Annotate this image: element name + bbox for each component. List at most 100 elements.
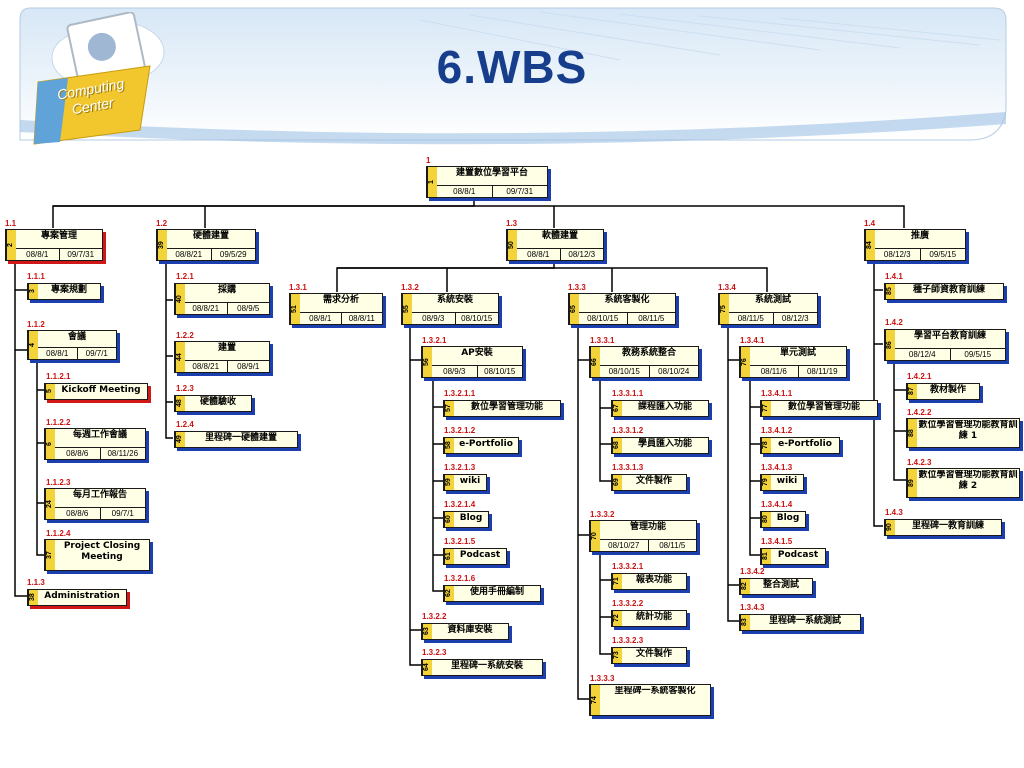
wbs-node-1-3-2-1-3[interactable]: 59 wiki — [443, 474, 487, 491]
start-date: 08/8/1 — [309, 314, 332, 323]
start-date: 08/10/15 — [587, 314, 619, 323]
wbs-node-1-3-4-1-2[interactable]: 78 e-Portfolio — [760, 437, 840, 454]
wbs-node-1-3-3-1-3[interactable]: 69 文件製作 — [611, 474, 687, 491]
wbs-node-1-1-3[interactable]: 38 Administration — [27, 589, 127, 606]
task-label: 教務系統整合 — [621, 348, 676, 358]
wbs-node-1-1-2-4[interactable]: 37 Project Closing Meeting — [44, 539, 150, 571]
wbs-node-1-3-4-1-5[interactable]: 81 Podcast — [760, 548, 826, 565]
finish-date: 08/12/3 — [559, 249, 604, 260]
task-label: 系統測試 — [754, 295, 791, 305]
wbs-code: 1.2.1 — [176, 272, 194, 281]
wbs-code: 1.3.2.1.5 — [444, 537, 476, 546]
wbs-code: 1.3.2.1.1 — [444, 389, 476, 398]
task-label: 數位學習管理功能教育訓練 2 — [918, 470, 1018, 491]
start-date: 08/11/6 — [760, 367, 787, 376]
wbs-node-1-2-3[interactable]: 48 硬體驗收 — [174, 395, 252, 412]
wbs-node-1-3-3-2-3[interactable]: 73 文件製作 — [611, 647, 687, 664]
wbs-node-1-4-2-2[interactable]: 88 數位學習管理功能教育訓練 1 — [906, 418, 1020, 448]
task-label: 文件製作 — [635, 649, 672, 659]
task-id: 50 — [507, 230, 517, 260]
task-id: 68 — [612, 438, 622, 453]
task-id: 37 — [45, 540, 55, 570]
wbs-code: 1 — [426, 156, 431, 165]
wbs-node-1-4-2-3[interactable]: 89 數位學習管理功能教育訓練 2 — [906, 468, 1020, 498]
finish-date: 09/5/29 — [210, 249, 256, 260]
wbs-node-1-3-3-2-2[interactable]: 72 統計功能 — [611, 610, 687, 627]
task-id: 75 — [719, 294, 729, 324]
wbs-code: 1.3.3.2.3 — [612, 636, 644, 645]
task-id: 2 — [6, 230, 16, 260]
task-label: 使用手冊編制 — [469, 587, 524, 597]
task-id: 85 — [885, 284, 895, 299]
finish-date: 08/11/5 — [647, 540, 697, 551]
finish-date: 08/9/5 — [226, 303, 270, 314]
wbs-node-1-4-3[interactable]: 90 里程碑一教育訓練 — [884, 519, 1002, 536]
wbs-node-1-3-3-1-2[interactable]: 68 學員匯入功能 — [611, 437, 709, 454]
wbs-node-1-3-2-1-2[interactable]: 58 e-Portfolio — [443, 437, 519, 454]
wbs-node-1-1-1[interactable]: 3 專案規劃 — [27, 283, 101, 300]
wbs-node-1-3-2-3[interactable]: 64 里程碑一系統安裝 — [421, 659, 543, 676]
wbs-code: 1.1.1 — [27, 272, 45, 281]
wbs-node-1-3-4-1-3[interactable]: 79 wiki — [760, 474, 804, 491]
wbs-code: 1.3.1 — [289, 283, 307, 292]
wbs-node-1-1-2-1[interactable]: 5 Kickoff Meeting — [44, 383, 148, 400]
wbs-code: 1.1.2.1 — [46, 372, 71, 381]
wbs-node-1-2-4[interactable]: 49 里程碑一硬體建置 — [174, 431, 298, 448]
finish-date: 09/7/1 — [99, 508, 146, 519]
wbs-node-1-3-4-2[interactable]: 82 整合測試 — [739, 578, 813, 595]
wbs-node-1-3-3-3[interactable]: 74 里程碑一系統客製化 — [589, 684, 711, 716]
wbs-node-1-4-1[interactable]: 85 種子師資教育訓練 — [884, 283, 1004, 300]
task-label: Blog — [459, 513, 483, 523]
task-label: 里程碑一硬體建置 — [204, 433, 277, 443]
task-label: 單元測試 — [779, 348, 816, 358]
wbs-node-1-3-2-1-6[interactable]: 62 使用手冊編制 — [443, 585, 541, 602]
task-label: 教材製作 — [929, 385, 966, 395]
start-date: 08/8/1 — [453, 187, 476, 196]
task-id: 62 — [444, 586, 454, 601]
wbs-node-1-3-4-1-4[interactable]: 80 Blog — [760, 511, 806, 528]
task-id: 1 — [427, 167, 437, 197]
wbs-node-1-3-2-1-4[interactable]: 60 Blog — [443, 511, 489, 528]
wbs-node-1-3-4-3[interactable]: 83 里程碑一系統測試 — [739, 614, 861, 631]
task-label: 數位學習管理功能教育訓練 1 — [918, 420, 1018, 441]
wbs-node-1-3-3-1-1[interactable]: 67 課程匯入功能 — [611, 400, 709, 417]
wbs-node-1-3-2-1-1[interactable]: 57 數位學習管理功能 — [443, 400, 561, 417]
task-id: 77 — [761, 401, 771, 416]
wbs-node-1-4-2-1[interactable]: 87 教材製作 — [906, 383, 980, 400]
task-id: 84 — [865, 230, 875, 260]
wbs-code: 1.4.1 — [885, 272, 903, 281]
wbs-code: 1.3.4.1 — [740, 336, 765, 345]
task-label: 每週工作會議 — [72, 430, 127, 440]
task-label: 軟體建置 — [541, 231, 578, 241]
wbs-code: 1.3.3.1 — [590, 336, 615, 345]
start-date: 08/11/5 — [737, 314, 764, 323]
wbs-node-1-3-3-2-1[interactable]: 71 報表功能 — [611, 573, 687, 590]
wbs-node-1-3-4-1-1[interactable]: 77 數位學習管理功能 — [760, 400, 878, 417]
finish-date: 08/10/15 — [454, 313, 499, 324]
wbs-code: 1.1.2.2 — [46, 418, 71, 427]
task-id: 44 — [175, 342, 185, 372]
start-date: 08/8/1 — [26, 250, 49, 259]
task-id: 5 — [45, 384, 55, 399]
wbs-node-1-3-2-2[interactable]: 63 資料庫安裝 — [421, 623, 509, 640]
wbs-node-1-3-2-1-5[interactable]: 61 Podcast — [443, 548, 507, 565]
